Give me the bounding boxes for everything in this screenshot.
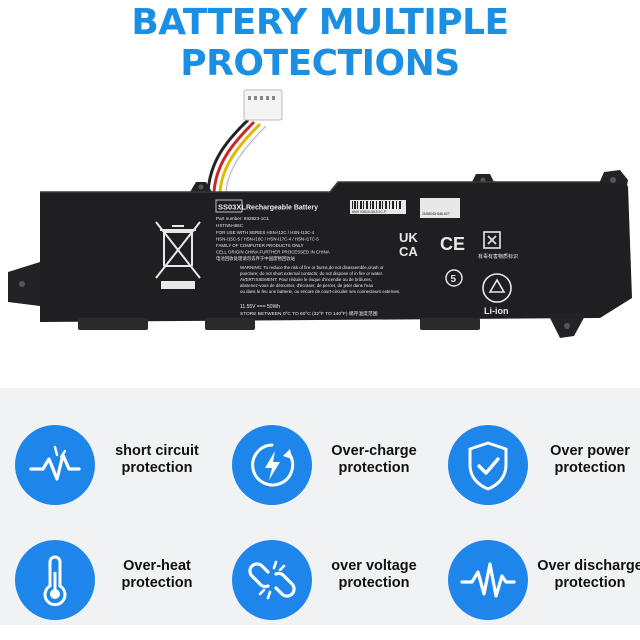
warning-en-2: puncture; do not short external contacts… xyxy=(240,271,383,276)
barcode-text-2: 2M880DH6BL82T xyxy=(422,212,451,216)
over-voltage-icon xyxy=(248,560,296,600)
battery-connector xyxy=(243,89,283,121)
battery-image: SS03XL Rechargeable Battery Part number:… xyxy=(0,82,640,362)
short-circuit-icon xyxy=(29,445,81,481)
over-charge-icon xyxy=(251,443,295,487)
battery-rating: 11.55V === 50Wh xyxy=(240,304,280,310)
feature-over-power-line2: protection xyxy=(554,460,626,476)
feature-over-discharge-line2: protection xyxy=(554,575,626,591)
feature-over-heat-line1: Over-heat xyxy=(123,558,191,574)
feature-short-circuit: short circuit protection xyxy=(15,425,215,525)
feature-over-heat: Over-heat protection xyxy=(15,540,215,640)
feature-short-circuit-line1: short circuit xyxy=(115,443,199,459)
warning-fr-2: abstenez-vous de démonter, d'écraser, de… xyxy=(240,283,374,288)
use-with-2: HSN-I15C-5 / HSN-I16C / HSN-I17C-4 / HSN… xyxy=(216,237,319,242)
feature-short-circuit-line2: protection xyxy=(121,460,193,476)
weee-bin-icon xyxy=(155,221,201,289)
over-power-icon xyxy=(468,441,508,491)
warning-cn: 电池回收处理请勿丢弃于中国废物回收站 xyxy=(216,255,296,262)
warning-en: WARNING: To reduce the risk of fire or b… xyxy=(240,265,384,270)
ce-mark: CE xyxy=(440,234,465,254)
li-ion-label: Li-ion xyxy=(484,306,509,316)
feature-over-voltage: over voltage protection xyxy=(232,540,432,640)
page-title: BATTERY MULTIPLE PROTECTIONS xyxy=(131,2,509,84)
part-number: Part number: 932823-1C1 xyxy=(216,216,270,221)
family-text: FAMILY OF COMPUTER PRODUCTS ONLY xyxy=(216,243,304,248)
barcode-text-1: 6MV 93810-60-E1C-P xyxy=(352,210,387,214)
five-mark: 5 xyxy=(451,274,457,285)
feature-over-heat-line2: protection xyxy=(121,575,193,591)
hstnn: HSTNN-I86C xyxy=(216,223,244,228)
feature-over-discharge-line1: Over discharge xyxy=(537,558,640,574)
feature-over-discharge: Over discharge protection xyxy=(448,540,640,640)
battery-body xyxy=(40,182,632,322)
storage-temp: STORE BETWEEN 0°C TO 60°C (32°F TO 140°F… xyxy=(240,310,378,317)
battery-model: SS03XL xyxy=(218,203,246,212)
battery-wires xyxy=(206,118,268,193)
feature-over-charge: Over-charge protection xyxy=(232,425,432,525)
recycle-cn-text: 有毒有害物质标识 xyxy=(478,253,518,260)
svg-text:CA: CA xyxy=(399,244,418,259)
features-panel: short circuit protection Over-charge pro… xyxy=(0,388,640,625)
warning-fr-3: ou dans le feu une batterie, ou encore d… xyxy=(240,289,400,294)
warning-fr: AVERTISSEMENT: Pour réduire le risque d'… xyxy=(240,277,372,282)
battery-heading: Rechargeable Battery xyxy=(246,205,318,212)
feature-over-power-line1: Over power xyxy=(550,443,630,459)
feature-over-charge-line2: protection xyxy=(338,460,410,476)
over-heat-icon xyxy=(43,555,67,607)
over-discharge-icon xyxy=(460,562,516,598)
ukca-mark: UK xyxy=(399,230,418,245)
use-with: FOR USE WITH SERIES HSN-I12C / HSN-I13C-… xyxy=(216,230,315,235)
li-ion-recycle-icon xyxy=(482,273,512,303)
feature-over-power: Over power protection xyxy=(448,425,640,525)
china-recycle-icon xyxy=(483,231,501,249)
feature-over-voltage-line2: protection xyxy=(338,575,410,591)
feature-over-voltage-line1: over voltage xyxy=(331,558,417,574)
feature-over-charge-line1: Over-charge xyxy=(331,443,417,459)
origin-text: CELL ORIGIN CHINA FURTHER PROCESSED IN C… xyxy=(216,250,330,255)
